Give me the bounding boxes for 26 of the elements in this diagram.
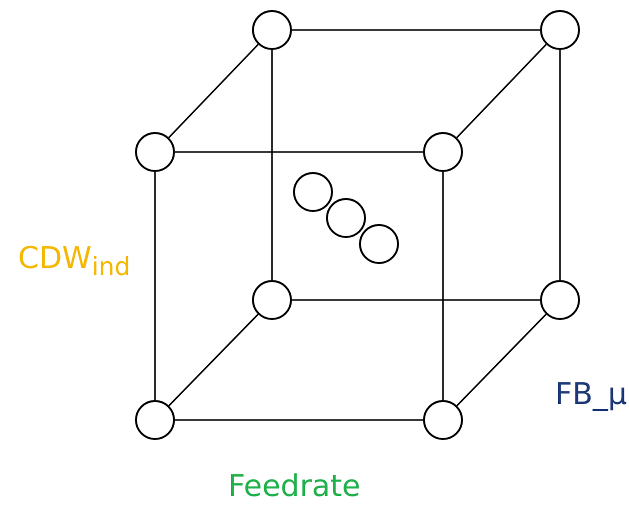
line bbox=[456, 314, 547, 406]
axis-label: CDW$_{ind}$ bbox=[18, 244, 130, 279]
circle-node bbox=[423, 132, 463, 172]
line bbox=[442, 172, 444, 400]
circle-node bbox=[293, 172, 333, 212]
circle-node bbox=[135, 400, 175, 440]
circle-node bbox=[359, 224, 399, 264]
line bbox=[292, 299, 540, 301]
line bbox=[175, 419, 423, 421]
circle-node bbox=[423, 400, 463, 440]
circle-node bbox=[252, 280, 292, 320]
circle-node bbox=[135, 132, 175, 172]
line bbox=[168, 314, 259, 406]
axis-label: Feedrate bbox=[228, 472, 361, 502]
line bbox=[175, 151, 423, 153]
line bbox=[168, 44, 259, 138]
circle-node bbox=[540, 280, 580, 320]
axis-label: FB_μ bbox=[555, 380, 627, 410]
line bbox=[154, 172, 156, 400]
line bbox=[271, 50, 273, 280]
circle-node bbox=[252, 10, 292, 50]
line bbox=[456, 44, 547, 138]
circle-node bbox=[326, 198, 366, 238]
circle-node bbox=[540, 10, 580, 50]
line bbox=[292, 29, 540, 31]
line bbox=[559, 50, 561, 280]
